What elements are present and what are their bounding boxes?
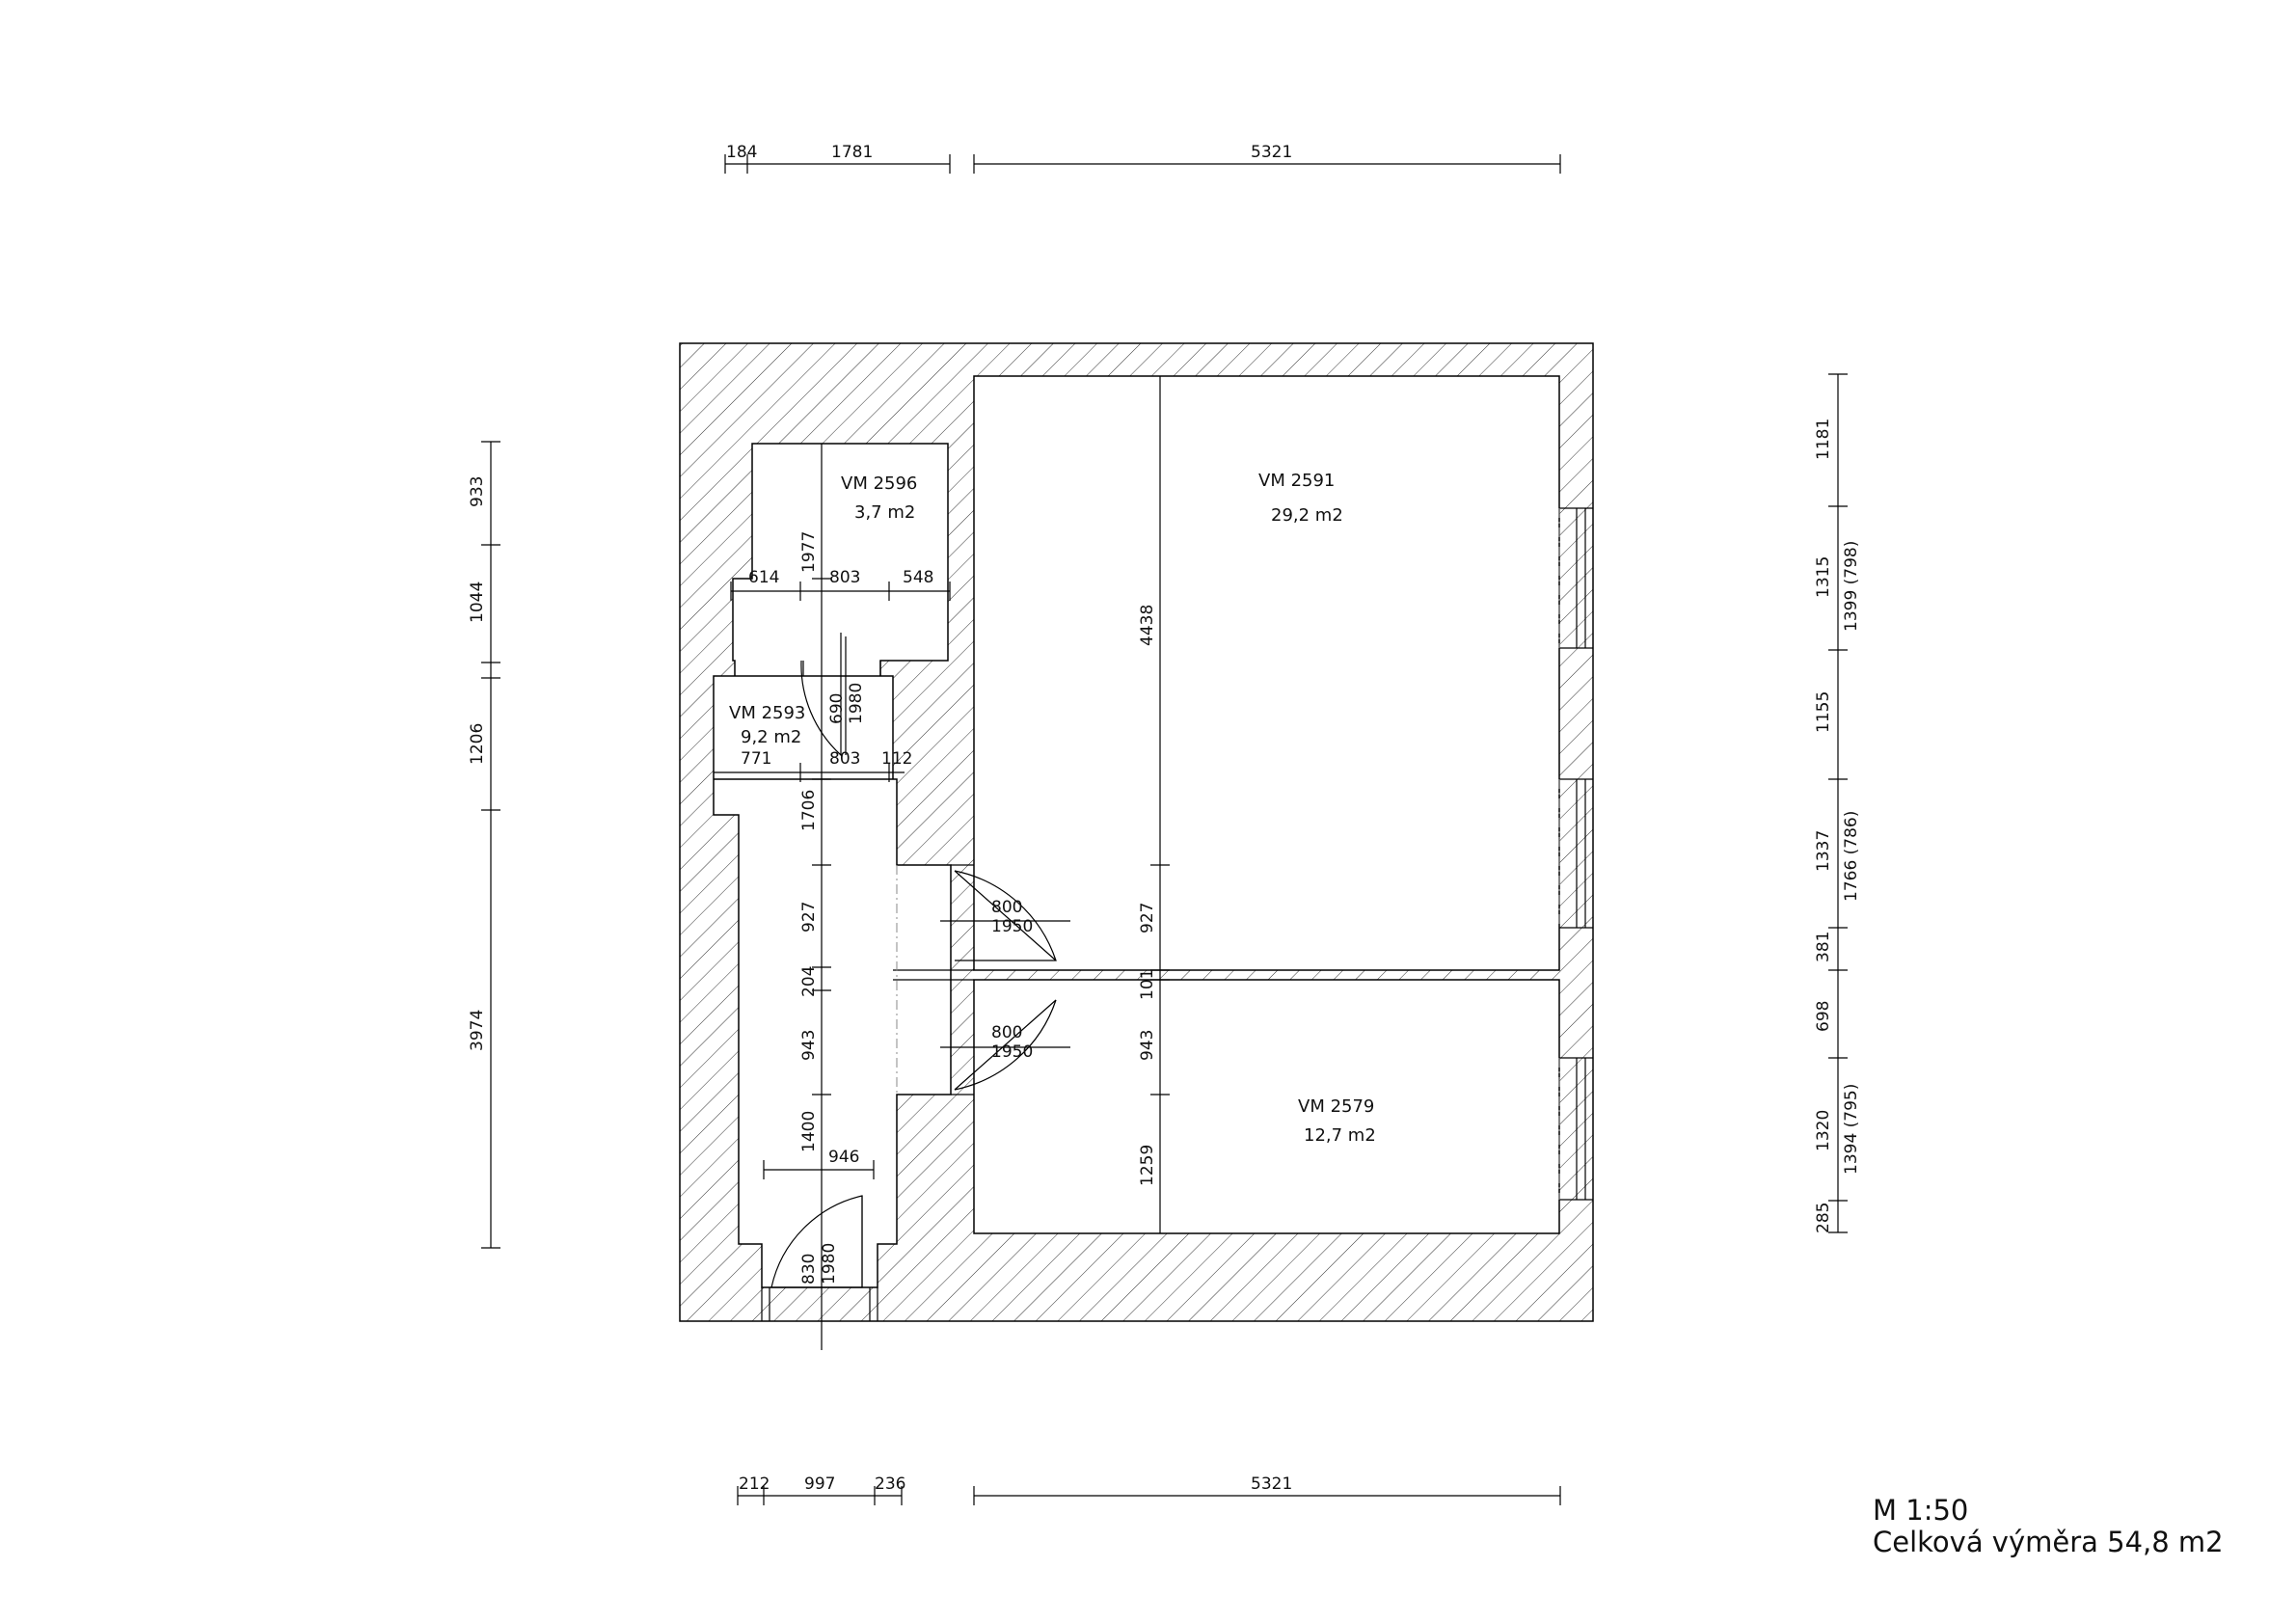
dim-label: 112 [881,749,912,769]
room-area: 3,7 m2 [854,502,915,523]
window-lines [896,508,1560,1200]
bottom-dimension-labels: 212 997 236 5321 [739,1474,1292,1494]
inner-horizontal-dimension-labels: 614 803 548 771 803 112 946 [741,568,933,1167]
room-area: 29,2 m2 [1271,505,1343,526]
dim-label: 803 [829,749,860,769]
dim-label: 933 [468,476,487,507]
door-height: 1950 [991,917,1033,936]
dim-label: 771 [741,749,771,769]
dim-label: 236 [875,1474,905,1494]
dim-label: 285 [1814,1203,1833,1233]
total-area-label: Celková výměra 54,8 m2 [1873,1526,2224,1558]
dim-label: 1394 (795) [1842,1084,1861,1175]
dim-label: 1155 [1814,691,1833,733]
dim-label: 927 [1138,903,1157,933]
dim-label: 698 [1814,1001,1833,1032]
dim-label: 4438 [1138,605,1157,646]
room-id: VM 2593 [729,703,805,723]
dim-label: 1259 [1138,1145,1157,1186]
wall-details [761,507,1593,1321]
dim-label: 5321 [1251,143,1292,162]
top-dimension-labels: 184 1781 5321 [726,143,1292,162]
dim-label: 1400 [799,1111,819,1152]
dim-label: 1206 [468,723,487,765]
dim-label: 3974 [468,1010,487,1051]
dim-label: 1781 [831,143,873,162]
room-id: VM 2596 [841,473,917,494]
dim-label: 943 [1138,1030,1157,1061]
dim-label: 690 [827,693,847,724]
walls [679,342,1594,1322]
dim-label: 1399 (798) [1842,541,1861,632]
dim-label: 1315 [1814,556,1833,598]
dimension-lines [481,154,1848,1505]
dim-label: 943 [799,1030,819,1061]
dim-label: 1766 (786) [1842,811,1861,902]
dim-label: 381 [1814,932,1833,962]
dim-label: 803 [829,568,860,587]
dim-label: 101 [1138,969,1157,1000]
scale-label: M 1:50 [1873,1494,1969,1527]
room-area: 12,7 m2 [1304,1125,1376,1146]
dim-label: 184 [726,143,757,162]
dim-label: 5321 [1251,1474,1292,1494]
dim-label: 1320 [1814,1110,1833,1151]
dim-label: 548 [903,568,933,587]
dim-label: 614 [748,568,779,587]
dim-label: 204 [799,966,819,997]
right-dimension-labels: 1181 1315 1399 (798) 1155 1337 1766 (786… [1814,419,1861,1233]
dim-label: 997 [804,1474,835,1494]
dim-label: 830 [799,1254,819,1285]
room-id: VM 2591 [1258,471,1335,491]
door-width: 800 [991,1023,1022,1042]
dim-label: 927 [799,902,819,933]
inner-vertical-dimension-labels: 1977 690 1980 1706 927 204 943 1400 830 … [799,531,1157,1285]
dim-label: 1977 [799,531,819,573]
left-dimension-labels: 933 1044 1206 3974 [468,476,487,1051]
door-width: 800 [991,898,1022,917]
dim-label: 1980 [847,683,866,724]
dim-label: 1044 [468,582,487,623]
dim-label: 1337 [1814,830,1833,872]
door-labels: 800 1950 800 1950 [991,898,1033,1062]
door-swings [770,633,1057,1288]
dim-label: 1980 [820,1243,839,1285]
legend: M 1:50 Celková výměra 54,8 m2 [1873,1495,2224,1558]
room-id: VM 2579 [1298,1096,1374,1117]
dim-label: 1181 [1814,419,1833,460]
door-height: 1950 [991,1042,1033,1062]
room-labels: VM 2596 3,7 m2 VM 2591 29,2 m2 VM 2593 9… [729,471,1376,1146]
dim-label: 1706 [799,790,819,831]
room-area: 9,2 m2 [741,727,801,747]
dim-label: 946 [828,1148,859,1167]
dim-label: 212 [739,1474,770,1494]
